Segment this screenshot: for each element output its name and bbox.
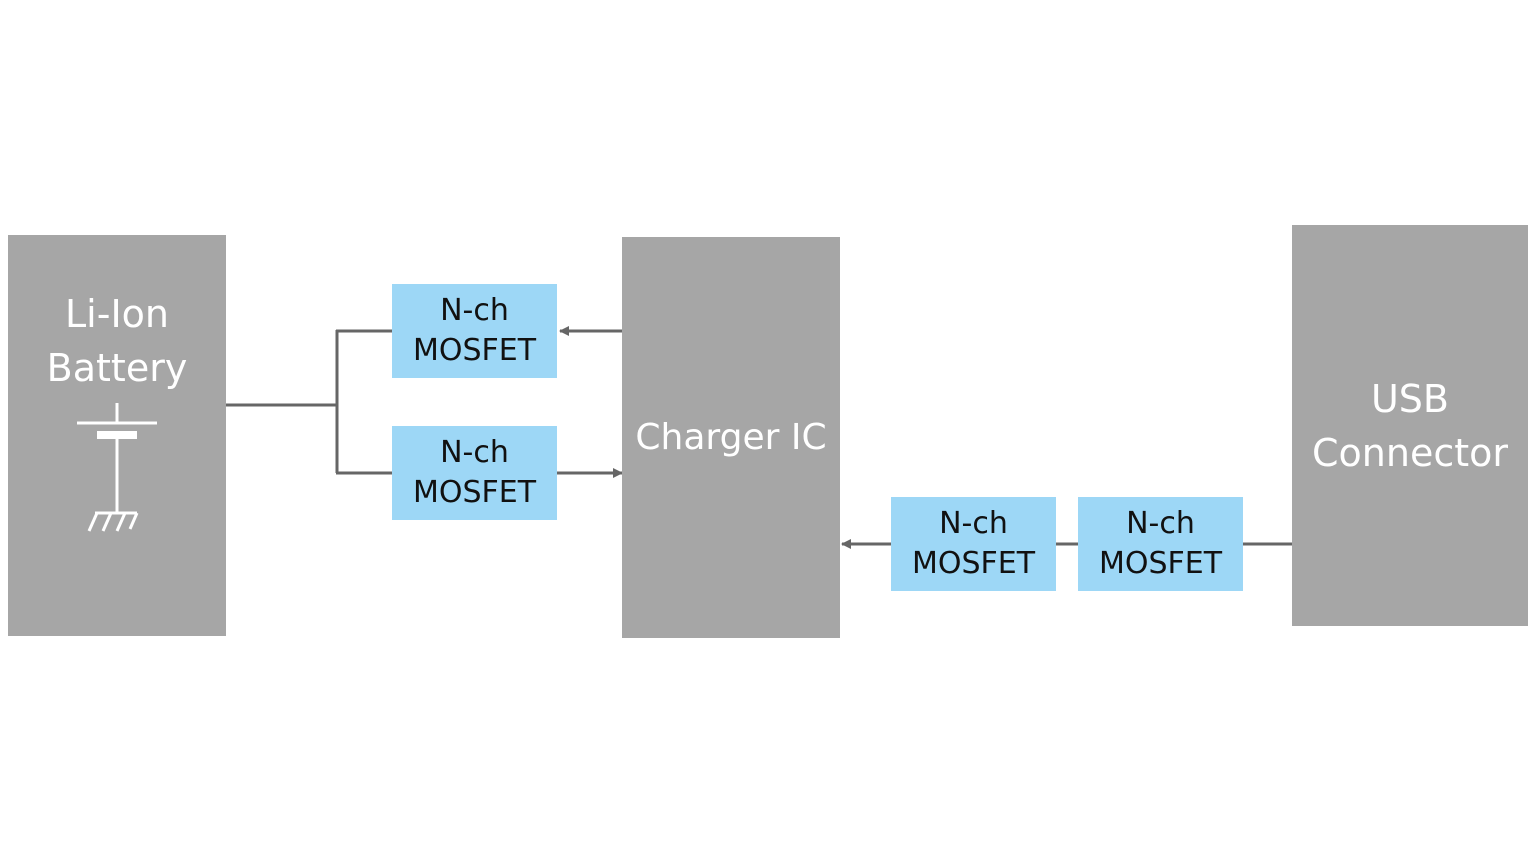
charger-ic-label: Charger IC [635,416,827,458]
battery-block: Li-Ion Battery [8,235,226,636]
mosfet-3-line2: MOSFET [911,546,1036,581]
mosfet-4-line1: N-ch [1126,506,1195,541]
mosfet-1-line1: N-ch [440,293,509,328]
mosfet-1-line2: MOSFET [412,333,537,368]
mosfet-box-4: N-ch MOSFET [1078,497,1243,591]
mosfet-box-2: N-ch MOSFET [392,426,557,520]
battery-label-line1: Li-Ion [65,292,169,336]
mosfet-box-1: N-ch MOSFET [392,284,557,378]
mosfet-2-line2: MOSFET [412,475,537,510]
battery-ground-symbol-icon [77,403,157,532]
usb-label-line1: USB [1370,376,1449,421]
usb-connector-block: USB Connector [1292,225,1528,626]
mosfet-box-3: N-ch MOSFET [891,497,1056,591]
mosfet-4-line2: MOSFET [1098,546,1223,581]
mosfet-3-line1: N-ch [939,506,1008,541]
battery-label-line2: Battery [46,346,188,390]
usb-label-line2: Connector [1312,430,1508,475]
mosfet-2-line1: N-ch [440,435,509,470]
charger-ic-block: Charger IC [622,237,840,638]
